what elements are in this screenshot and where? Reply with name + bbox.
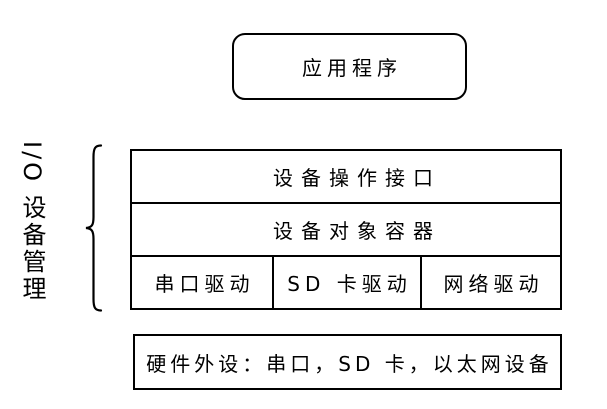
device-operation-interface-label: 设备操作接口 [273, 166, 441, 190]
left-curly-brace [85, 144, 103, 312]
hardware-peripherals-label: 硬件外设：串口，SD 卡，以太网设备 [146, 351, 553, 376]
hardware-peripherals-box: 硬件外设：串口，SD 卡，以太网设备 [133, 334, 562, 390]
io-stack-table: 设备操作接口 设备对象容器 串口驱动 SD 卡驱动 网络驱动 [130, 149, 562, 310]
application-label: 应用程序 [302, 56, 402, 80]
application-box: 应用程序 [232, 33, 467, 100]
driver-cell-sdcard: SD 卡驱动 [272, 257, 420, 308]
curly-brace-path [85, 144, 103, 312]
layer-device-object-container: 设备对象容器 [132, 202, 560, 255]
network-driver-label: 网络驱动 [443, 272, 544, 296]
driver-cell-network: 网络驱动 [420, 257, 560, 308]
sdcard-driver-label: SD 卡驱动 [287, 272, 412, 296]
serial-driver-label: 串口驱动 [154, 272, 255, 296]
device-object-container-label: 设备对象容器 [273, 219, 441, 243]
driver-cell-serial: 串口驱动 [132, 257, 272, 308]
driver-row: 串口驱动 SD 卡驱动 网络驱动 [132, 255, 560, 308]
io-device-management-vertical-label: I/O 设备管理 [18, 141, 46, 303]
layer-device-operation-interface: 设备操作接口 [132, 151, 560, 202]
